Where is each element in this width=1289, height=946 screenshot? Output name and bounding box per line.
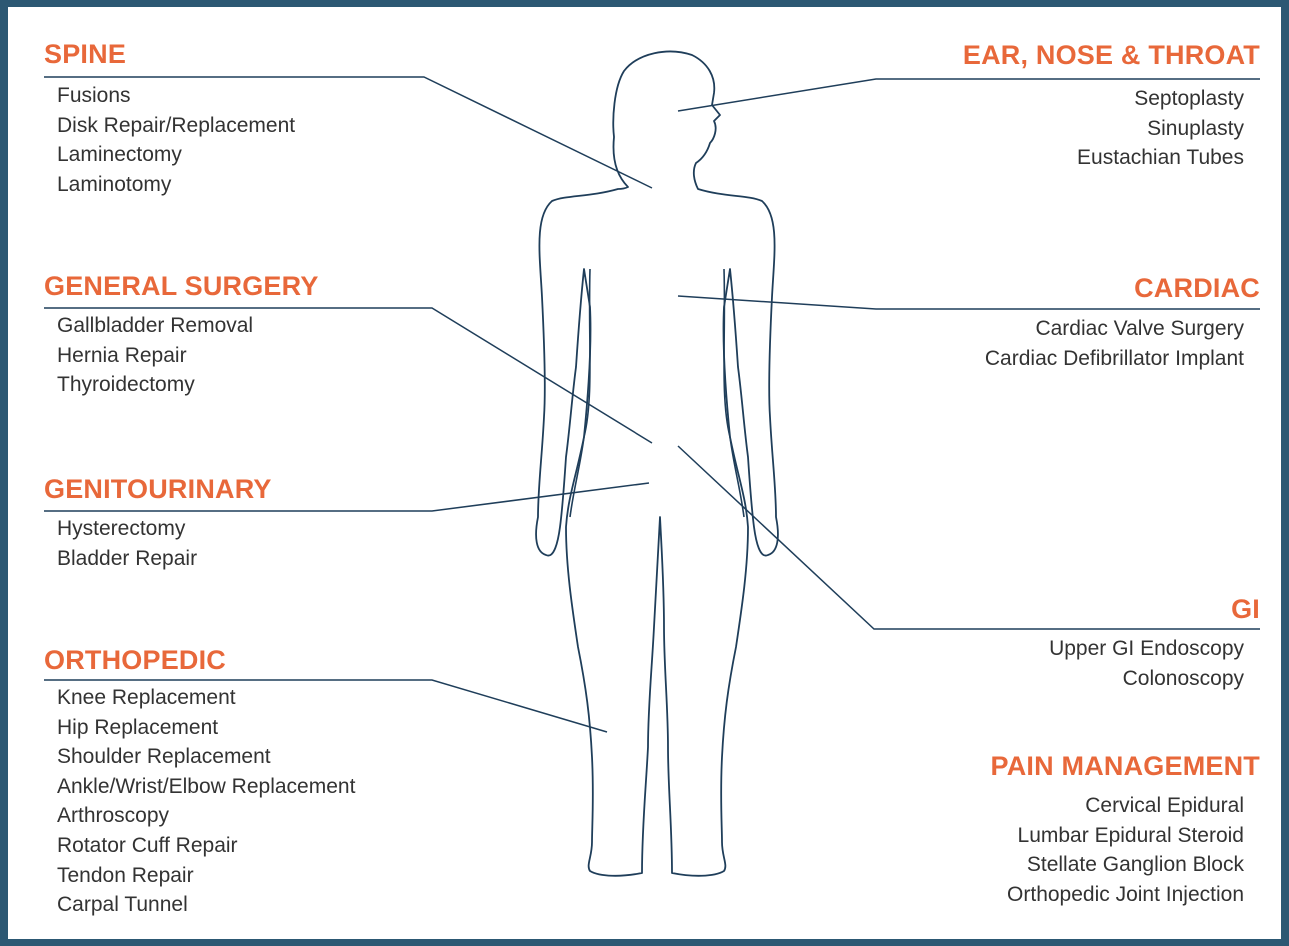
orthopedic-title: ORTHOPEDIC: [44, 643, 464, 677]
list-item: Disk Repair/Replacement: [57, 111, 464, 141]
spine-list: Fusions Disk Repair/Replacement Laminect…: [44, 81, 464, 199]
gi-list: Upper GI Endoscopy Colonoscopy: [840, 634, 1260, 693]
list-item: Knee Replacement: [57, 683, 464, 713]
list-item: Ankle/Wrist/Elbow Replacement: [57, 772, 464, 802]
cardiac-list: Cardiac Valve Surgery Cardiac Defibrilla…: [840, 314, 1260, 373]
section-gi: GI Upper GI Endoscopy Colonoscopy: [840, 592, 1260, 693]
list-item: Gallbladder Removal: [57, 311, 464, 341]
diagram-canvas: SPINE Fusions Disk Repair/Replacement La…: [8, 7, 1281, 939]
section-pain-management: PAIN MANAGEMENT Cervical Epidural Lumbar…: [840, 749, 1260, 909]
spine-title: SPINE: [44, 37, 464, 71]
section-ent: EAR, NOSE & THROAT Septoplasty Sinuplast…: [840, 38, 1260, 173]
list-item: Cervical Epidural: [840, 791, 1244, 821]
list-item: Arthroscopy: [57, 801, 464, 831]
list-item: Upper GI Endoscopy: [840, 634, 1244, 664]
list-item: Thyroidectomy: [57, 370, 464, 400]
pain-management-title: PAIN MANAGEMENT: [840, 749, 1260, 783]
list-item: Carpal Tunnel: [57, 890, 464, 920]
gi-title: GI: [840, 592, 1260, 626]
section-spine: SPINE Fusions Disk Repair/Replacement La…: [44, 37, 464, 199]
section-genitourinary: GENITOURINARY Hysterectomy Bladder Repai…: [44, 472, 464, 573]
list-item: Hip Replacement: [57, 713, 464, 743]
general-surgery-title: GENERAL SURGERY: [44, 269, 464, 303]
list-item: Colonoscopy: [840, 664, 1244, 694]
list-item: Septoplasty: [840, 84, 1244, 114]
list-item: Bladder Repair: [57, 544, 464, 574]
list-item: Stellate Ganglion Block: [840, 850, 1244, 880]
list-item: Laminectomy: [57, 140, 464, 170]
list-item: Sinuplasty: [840, 114, 1244, 144]
section-general-surgery: GENERAL SURGERY Gallbladder Removal Hern…: [44, 269, 464, 400]
section-cardiac: CARDIAC Cardiac Valve Surgery Cardiac De…: [840, 271, 1260, 373]
list-item: Fusions: [57, 81, 464, 111]
list-item: Orthopedic Joint Injection: [840, 880, 1244, 910]
list-item: Rotator Cuff Repair: [57, 831, 464, 861]
list-item: Tendon Repair: [57, 861, 464, 891]
orthopedic-list: Knee Replacement Hip Replacement Shoulde…: [44, 683, 464, 920]
list-item: Hernia Repair: [57, 341, 464, 371]
list-item: Shoulder Replacement: [57, 742, 464, 772]
ent-list: Septoplasty Sinuplasty Eustachian Tubes: [840, 84, 1260, 173]
genitourinary-title: GENITOURINARY: [44, 472, 464, 506]
list-item: Eustachian Tubes: [840, 143, 1244, 173]
pain-management-list: Cervical Epidural Lumbar Epidural Steroi…: [840, 791, 1260, 909]
body-outline: [536, 52, 778, 876]
general-surgery-list: Gallbladder Removal Hernia Repair Thyroi…: [44, 311, 464, 400]
genitourinary-list: Hysterectomy Bladder Repair: [44, 514, 464, 573]
ent-title: EAR, NOSE & THROAT: [840, 38, 1260, 72]
list-item: Laminotomy: [57, 170, 464, 200]
list-item: Cardiac Defibrillator Implant: [840, 344, 1244, 374]
list-item: Hysterectomy: [57, 514, 464, 544]
list-item: Cardiac Valve Surgery: [840, 314, 1244, 344]
list-item: Lumbar Epidural Steroid: [840, 821, 1244, 851]
section-orthopedic: ORTHOPEDIC Knee Replacement Hip Replacem…: [44, 643, 464, 920]
cardiac-title: CARDIAC: [840, 271, 1260, 305]
